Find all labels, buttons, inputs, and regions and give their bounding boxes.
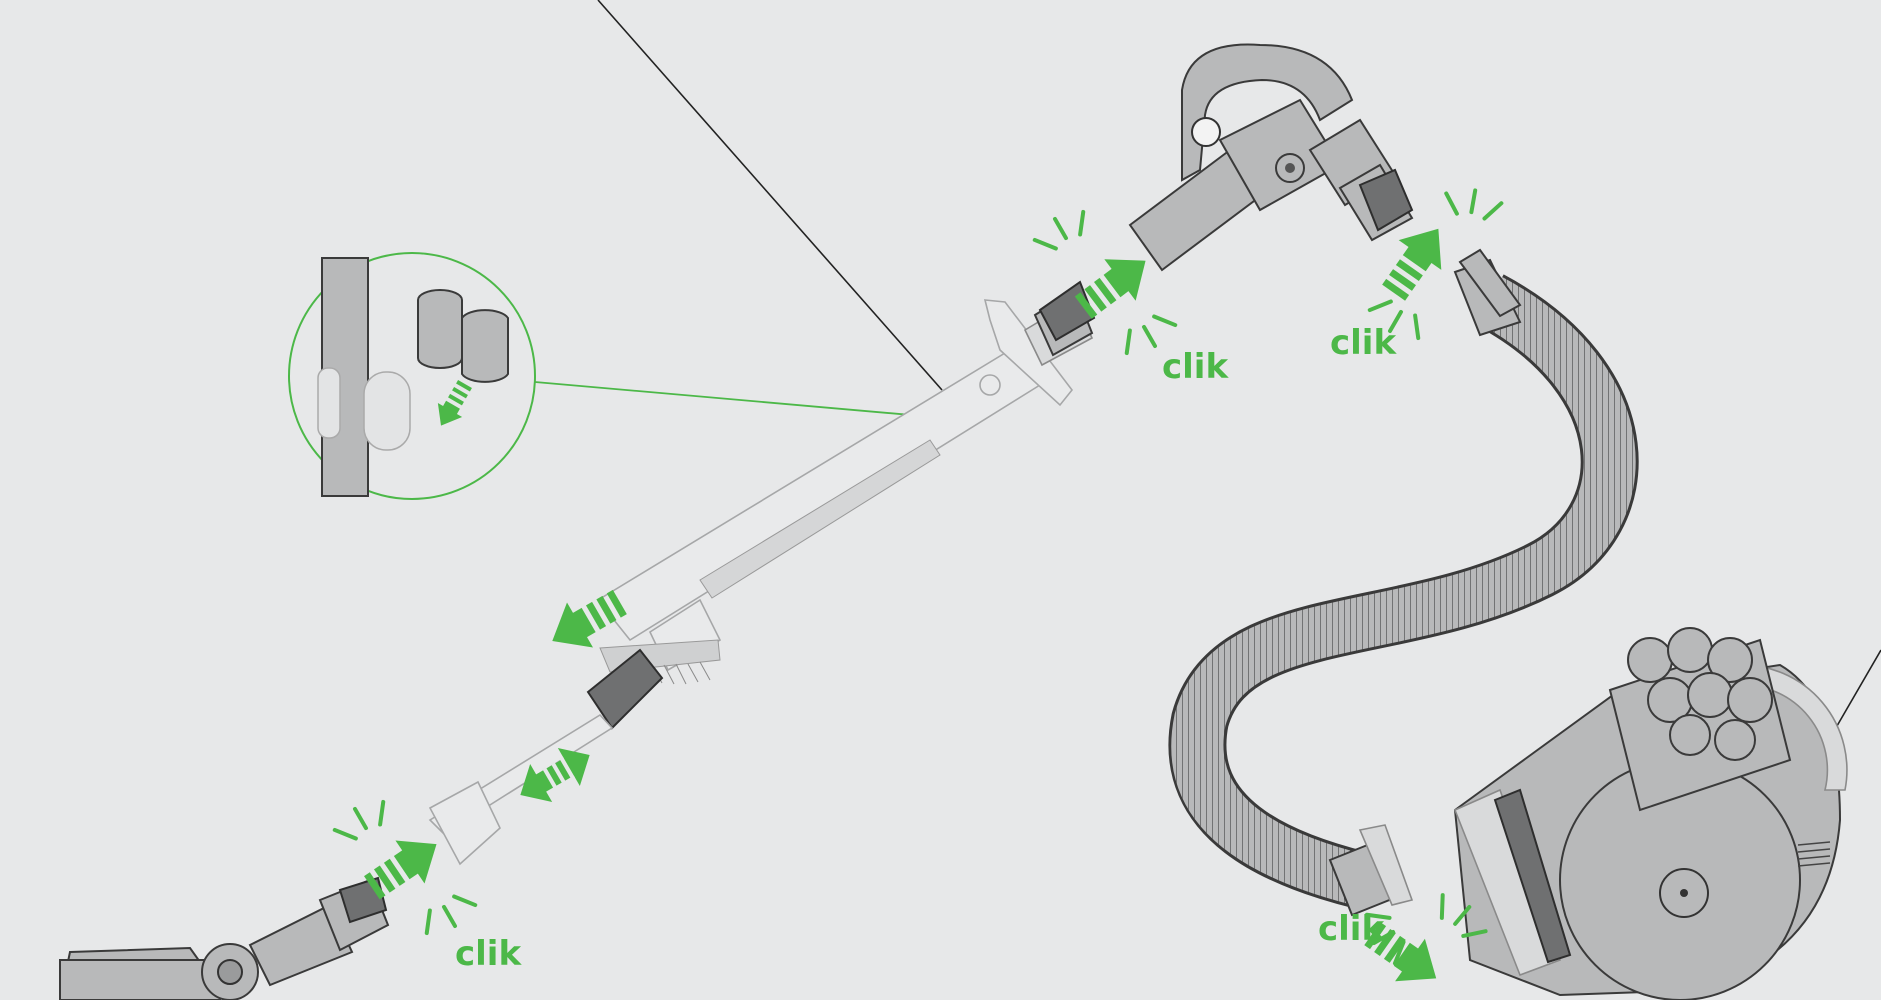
handle bbox=[1130, 45, 1412, 270]
leader-line-right bbox=[1830, 650, 1881, 738]
clik-label-hose: clik bbox=[1330, 323, 1397, 363]
clik-label-machine: clik bbox=[1318, 909, 1385, 949]
vacuum-body bbox=[1455, 628, 1847, 1000]
wand-lower-section bbox=[430, 650, 662, 864]
clik-label-floorhead: clik bbox=[455, 934, 522, 974]
detail-leader-line bbox=[535, 382, 945, 418]
wand-tube bbox=[598, 282, 1094, 640]
leader-line-top bbox=[598, 0, 942, 390]
detail-callout bbox=[289, 253, 535, 499]
clik-label-wand: clik bbox=[1162, 347, 1229, 387]
floor-head bbox=[60, 878, 388, 1000]
